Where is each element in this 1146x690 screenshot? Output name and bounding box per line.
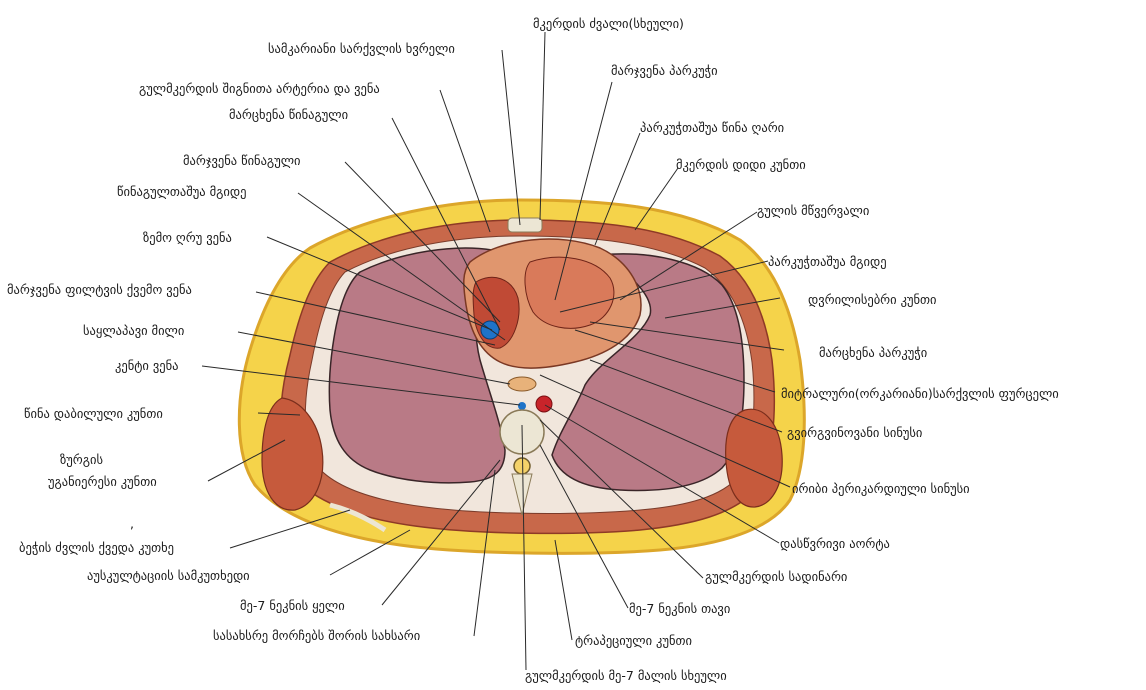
label-coronary-sinus: გვირგვინოვანი სინუსი (787, 425, 922, 440)
label-t7-body: გულმკერდის მე-7 მალის სხეული (525, 668, 727, 683)
label-rib7-head: მე-7 ნეკნის თავი (629, 601, 730, 616)
left-back-muscle (726, 409, 783, 507)
label-latissimus-line2: უგანიერესი კუნთი (48, 474, 157, 489)
label-descending-aorta: დასწვრივი აორტა (780, 536, 890, 551)
label-tricuspid-valve: სამკარიანი სარქვლის ხვრელი (268, 41, 455, 56)
azygos-vessel (518, 402, 526, 410)
label-intercostal-space: სასახსრე მორჩებს შორის სახსარი (213, 628, 420, 643)
aorta-vessel (536, 396, 552, 412)
spinal-canal (514, 458, 530, 474)
label-azygos-vein: კენტი ვენა (115, 358, 179, 373)
label-right-inferior-pulmonary-vein: მარჯვენა ფილტვის ქვემო ვენა (7, 282, 192, 297)
label-interventricular-septum: პარკუჭთაშუა მგიდე (768, 254, 887, 269)
label-sternum-body: მკერდის ძვალი(სხეული) (533, 16, 684, 31)
label-apex: გულის მწვერვალი (757, 203, 869, 218)
label-interatrial-septum: წინაგულთაშუა მგიდე (117, 184, 246, 199)
label-internal-thoracic: გულმკერდის შიგნითა არტერია და ვენა (139, 81, 380, 96)
label-mitral-valve: მიტრალური(ორკარიანი)სარქვლის ფურცელი (781, 386, 1059, 401)
label-serratus: დვრილისებრი კუნთი (808, 292, 937, 307)
label-left-ventricle: მარცხენა პარკუჭი (819, 345, 927, 360)
label-scapula-mark: , (130, 516, 134, 531)
label-right-ventricle: მარჯვენა პარკუჭი (611, 63, 718, 78)
label-pectoralis-major: მკერდის დიდი კუნთი (676, 157, 806, 172)
label-esophagus: საყლაპავი მილი (83, 323, 184, 338)
label-svc: ზემო ღრუ ვენა (143, 230, 232, 245)
label-trapezius: ტრაპეციული კუნთი (575, 633, 692, 648)
label-scapula-angle: ბეჭის ძვლის ქვედა კუთხე (19, 540, 174, 555)
label-thoracic-duct: გულმკერდის სადინარი (705, 569, 847, 584)
label-latissimus-line1: ზურგის (60, 452, 103, 467)
label-oblique-pericardial-sinus: ირიბი პერიკარდიული სინუსი (792, 481, 970, 496)
label-right-atrium: მარჯვენა წინაგული (183, 153, 301, 168)
sternum-shape (508, 218, 542, 232)
label-auscultation-triangle: აუსკულტაციის სამკუთხედი (87, 568, 250, 583)
label-serratus-anterior: წინა დაბილული კუნთი (24, 406, 163, 421)
label-left-atrium: მარცხენა წინაგული (229, 107, 348, 122)
label-anterior-interventricular-groove: პარკუჭთაშუა წინა ღარი (640, 120, 784, 135)
label-rib7-neck: მე-7 ნეკნის ყელი (240, 598, 345, 613)
esophagus-shape (508, 377, 536, 391)
